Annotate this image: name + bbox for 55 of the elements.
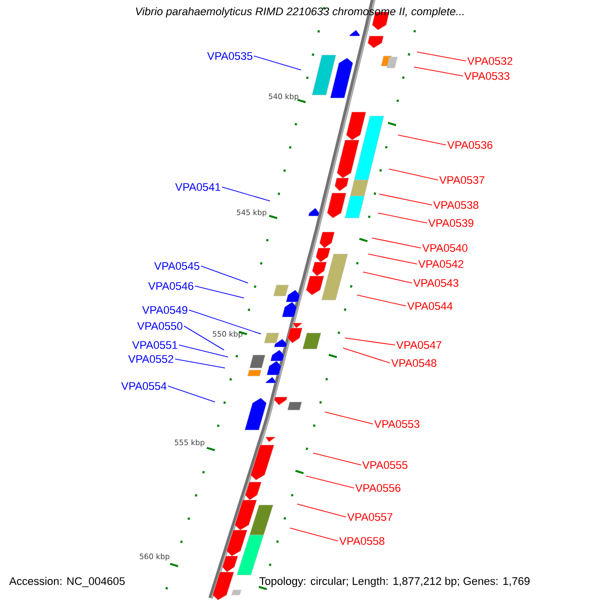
gene-label: VPA0532 [467, 57, 512, 65]
leader-line [168, 386, 216, 402]
leader-line [312, 452, 362, 466]
gene-label: VPA0549 [142, 306, 188, 314]
gene-label: VPA0557 [347, 513, 392, 521]
gene-label: VPA0548 [391, 359, 436, 367]
gene-label: VPA0533 [464, 72, 510, 80]
gene-label: VPA0555 [362, 461, 408, 469]
gene-label: VPA0535 [207, 52, 252, 60]
leader-line [372, 238, 422, 248]
gene-label: VPA0542 [418, 260, 464, 268]
leader-line [378, 212, 428, 224]
gene-label: VPA0553 [374, 420, 420, 428]
gene-label: VPA0547 [396, 341, 442, 349]
leader-line [200, 266, 248, 284]
leader-line [416, 52, 466, 62]
gene-label: VPA0544 [407, 302, 453, 310]
leader-line [344, 338, 396, 346]
gene-label: VPA0554 [121, 382, 166, 390]
gene-label: VPA0545 [154, 262, 200, 270]
leader-line [342, 348, 390, 364]
gene-label: VPA0539 [428, 219, 474, 227]
gene-label: VPA0546 [148, 282, 194, 290]
leader-line [254, 56, 302, 70]
leader-line [388, 168, 438, 180]
gene-label: VPA0556 [355, 484, 400, 492]
leader-line [188, 310, 262, 334]
leader-line [324, 412, 374, 424]
leader-line [184, 326, 224, 350]
gene-label: VPA0558 [339, 537, 384, 545]
leader-line [378, 194, 432, 206]
gene-label: VPA0540 [422, 244, 468, 252]
gene-label: VPA0537 [439, 176, 484, 184]
leader-line [306, 476, 354, 488]
gene-label: VPA0543 [413, 279, 458, 287]
leader-line [296, 504, 346, 518]
leader-line [368, 254, 418, 264]
gene-label: VPA0538 [433, 201, 478, 209]
leader-line [178, 344, 228, 358]
leader-line [194, 286, 244, 298]
gene-label: VPA0551 [132, 341, 178, 349]
leader-line [174, 358, 226, 368]
gene-label: VPA0536 [447, 141, 492, 149]
leader-line [414, 66, 464, 76]
gene-label: VPA0550 [137, 322, 182, 330]
accession-text: Accession: NC_004605 [9, 576, 125, 588]
gene-label: VPA0552 [128, 355, 174, 363]
leader-line [362, 272, 412, 284]
leader-line [290, 528, 338, 542]
gene-label: VPA0541 [175, 183, 220, 191]
leader-line [222, 186, 270, 202]
leader-line [356, 294, 406, 306]
title: Vibrio parahaemolyticus RIMD 2210633 chromosome II, complete... [136, 7, 464, 18]
info-text: Topology: circular; Length: 1,877,212 bp; Genes: 1,769 [259, 576, 530, 588]
leader-line [398, 134, 446, 146]
